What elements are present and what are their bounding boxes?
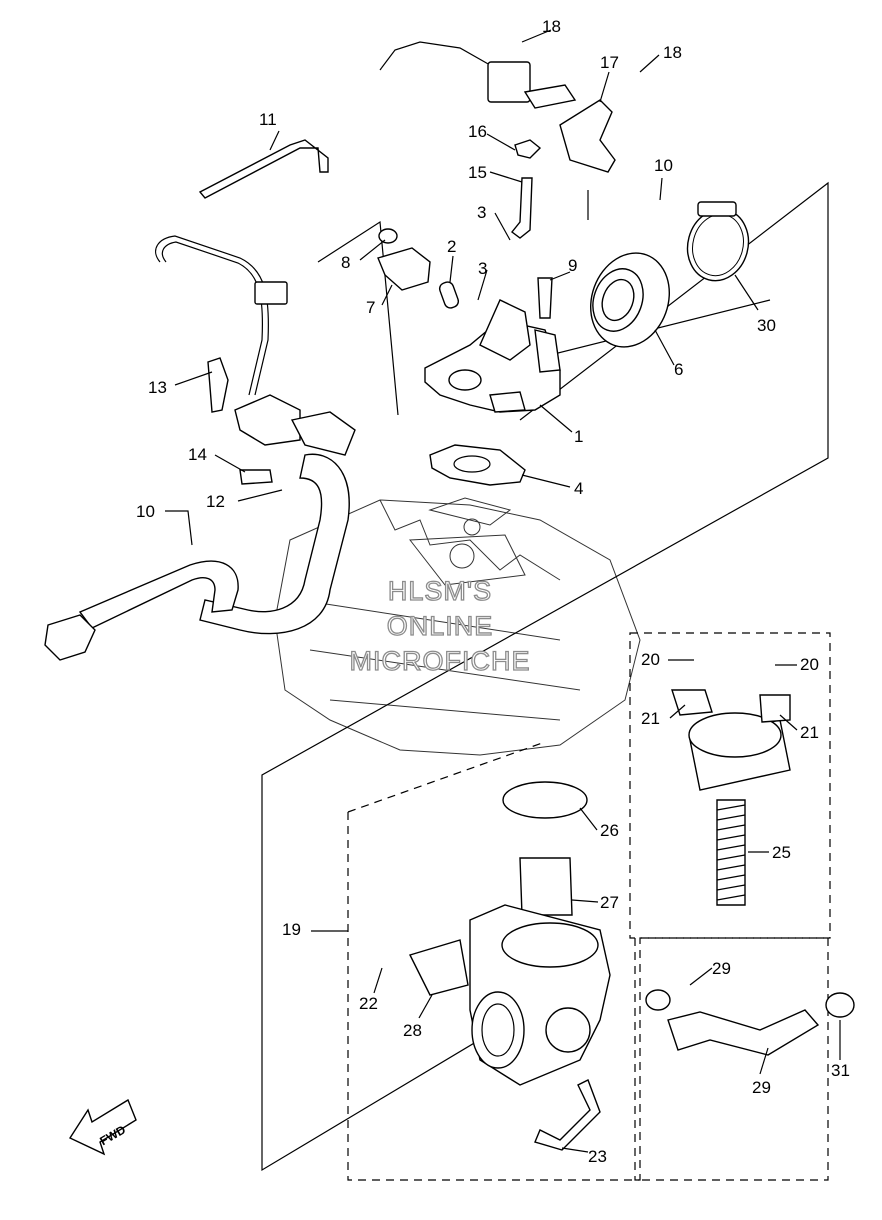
small-hose: [511, 177, 533, 239]
callout-4: 4: [574, 479, 583, 498]
callout-28: 30: [757, 316, 776, 335]
watermark: HLSM'S ONLINE MICROFICHE: [349, 575, 531, 676]
callout-3a: 3: [477, 203, 486, 222]
callout-31: 31: [831, 1061, 850, 1080]
pin: [438, 281, 460, 309]
watermark-line-3: MICROFICHE: [350, 646, 531, 676]
diaphragm: [502, 781, 588, 819]
callout-13: 13: [148, 378, 167, 397]
intake-manifold: [424, 299, 561, 413]
callout-25: 26: [600, 821, 619, 840]
callout-21a: 21: [641, 709, 660, 728]
hose-clamp: [686, 201, 750, 282]
small-clip: [514, 139, 542, 159]
diaphragm-cover: [671, 689, 791, 906]
callout-19: 19: [282, 920, 301, 939]
callout-23: 23: [588, 1147, 607, 1166]
fwd-arrow-icon: FWD: [68, 1098, 137, 1156]
group-box-actuator: [629, 632, 831, 939]
callout-16: 16: [468, 122, 487, 141]
cable-tie: [198, 139, 329, 199]
callout-20a: 20: [641, 650, 660, 669]
callout-7: 9: [568, 256, 577, 275]
manifold-gasket: [429, 444, 526, 486]
washer: [378, 228, 398, 244]
callout-1: 1: [574, 427, 583, 446]
clip-30: [645, 989, 671, 1011]
vacuum-piston: [519, 857, 573, 916]
callout-15: 15: [468, 163, 487, 182]
clip-31: [825, 992, 855, 1018]
leader-lines: [165, 29, 841, 1153]
bolt-7: [537, 277, 553, 319]
vacuum-hose-assembly: [44, 235, 356, 661]
watermark-line-2: ONLINE: [387, 611, 494, 641]
callout-8: 6: [674, 360, 683, 379]
callout-10: 10: [136, 502, 155, 521]
engine-block-outline: [274, 497, 641, 756]
bracket-23: [534, 1079, 601, 1151]
callout-21b: 21: [800, 723, 819, 742]
callout-29: 29: [752, 1078, 771, 1097]
group-box-hose: [634, 938, 829, 1181]
callout-11: 12: [206, 492, 225, 511]
callout-14: 14: [188, 445, 207, 464]
callout-20b: 20: [800, 655, 819, 674]
callout-26: 27: [600, 893, 619, 912]
callout-3b: 3: [478, 259, 487, 278]
watermark-line-1: HLSM'S: [388, 576, 492, 606]
holder-plate: [377, 247, 431, 291]
callout-17: 17: [600, 53, 619, 72]
intake-assembly-frame: [261, 181, 829, 1172]
group-box-throttle-body: [347, 812, 830, 1181]
callout-12: 11: [259, 110, 277, 129]
callout-5: 7: [366, 298, 375, 317]
callout-labels: 18 18 17 16 15 11 10 3 2 3 9 8 7 30 6 13…: [136, 17, 850, 1166]
callout-30: 29: [712, 959, 731, 978]
callout-27: 28: [403, 1021, 422, 1040]
callout-9: 10: [654, 156, 673, 175]
intake-joint: [589, 252, 671, 348]
callout-18a: 18: [542, 17, 561, 36]
throttle-body: [409, 904, 611, 1086]
callout-22: 22: [359, 994, 378, 1013]
callout-6: 8: [341, 253, 350, 272]
return-hose: [667, 1009, 820, 1056]
callout-2: 2: [447, 237, 456, 256]
sensor-and-bracket: [379, 41, 616, 173]
group-box-throttle-top: [347, 741, 546, 813]
callout-18b: 18: [663, 43, 682, 62]
callout-24: 25: [772, 843, 791, 862]
